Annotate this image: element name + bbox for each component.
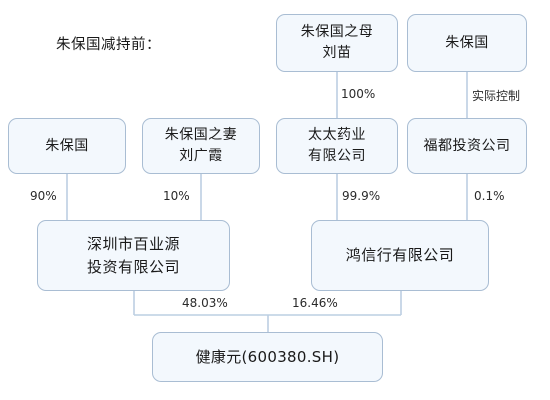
node-zbg-wife-line1: 朱保国之妻: [164, 127, 238, 143]
edge-label-zbg-baiye: 90%: [30, 189, 57, 203]
node-baiye-line2: 投资有限公司: [86, 257, 180, 276]
node-taitai: 太太药业 有限公司: [276, 118, 398, 174]
node-zbg-top: 朱保国: [407, 14, 527, 72]
node-zbg-wife-line2: 刘广霞: [179, 148, 223, 164]
node-zbg-mother: 朱保国之母 刘苗: [276, 14, 398, 72]
node-taitai-line1: 太太药业: [308, 127, 366, 143]
node-zbg-mother-line2: 刘苗: [322, 45, 352, 61]
node-zbg-left: 朱保国: [8, 118, 126, 174]
node-zbg-wife: 朱保国之妻 刘广霞: [142, 118, 260, 174]
edge-label-wife-baiye: 10%: [163, 189, 190, 203]
edge-label-baiye-jky: 48.03%: [182, 296, 228, 310]
edge-label-zbg-fudu: 实际控制: [472, 89, 521, 103]
node-zbg-top-line1: 朱保国: [445, 34, 489, 51]
node-fudu: 福都投资公司: [407, 118, 527, 174]
node-fudu-line1: 福都投资公司: [423, 137, 511, 154]
node-hongxin-line1: 鸿信行有限公司: [345, 246, 455, 264]
edge-label-hongxin-jky: 16.46%: [292, 296, 338, 310]
page-title: 朱保国减持前：: [56, 37, 161, 53]
edge-label-mother-taitai: 100%: [341, 87, 376, 101]
node-jky-line1: 健康元(600380.SH): [195, 347, 340, 366]
node-jky: 健康元(600380.SH): [152, 332, 383, 382]
node-hongxin: 鸿信行有限公司: [311, 220, 489, 291]
node-zbg-left-line1: 朱保国: [45, 137, 89, 154]
node-taitai-line2: 有限公司: [308, 148, 366, 164]
edge-label-taitai-hongxin: 99.9%: [342, 189, 381, 203]
node-baiye: 深圳市百业源 投资有限公司: [37, 220, 230, 291]
node-baiye-line1: 深圳市百业源: [86, 234, 180, 253]
edge-label-fudu-hongxin: 0.1%: [474, 189, 505, 203]
node-zbg-mother-line1: 朱保国之母: [300, 24, 374, 40]
